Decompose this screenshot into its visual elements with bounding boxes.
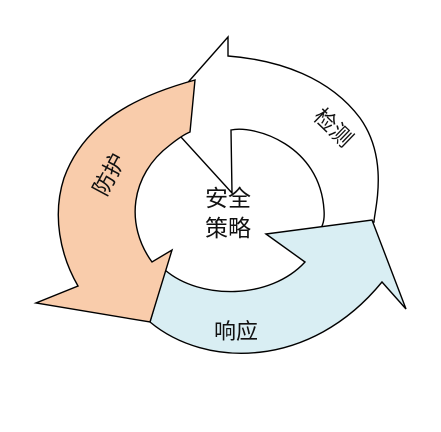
protect-arrow: [33, 79, 196, 323]
center-label-line1: 安全: [205, 186, 251, 212]
detect-arrow: [159, 35, 379, 234]
respond-arrow: [149, 219, 407, 354]
center-label-line2: 策略: [205, 216, 251, 242]
respond-label: 响应: [214, 320, 258, 345]
